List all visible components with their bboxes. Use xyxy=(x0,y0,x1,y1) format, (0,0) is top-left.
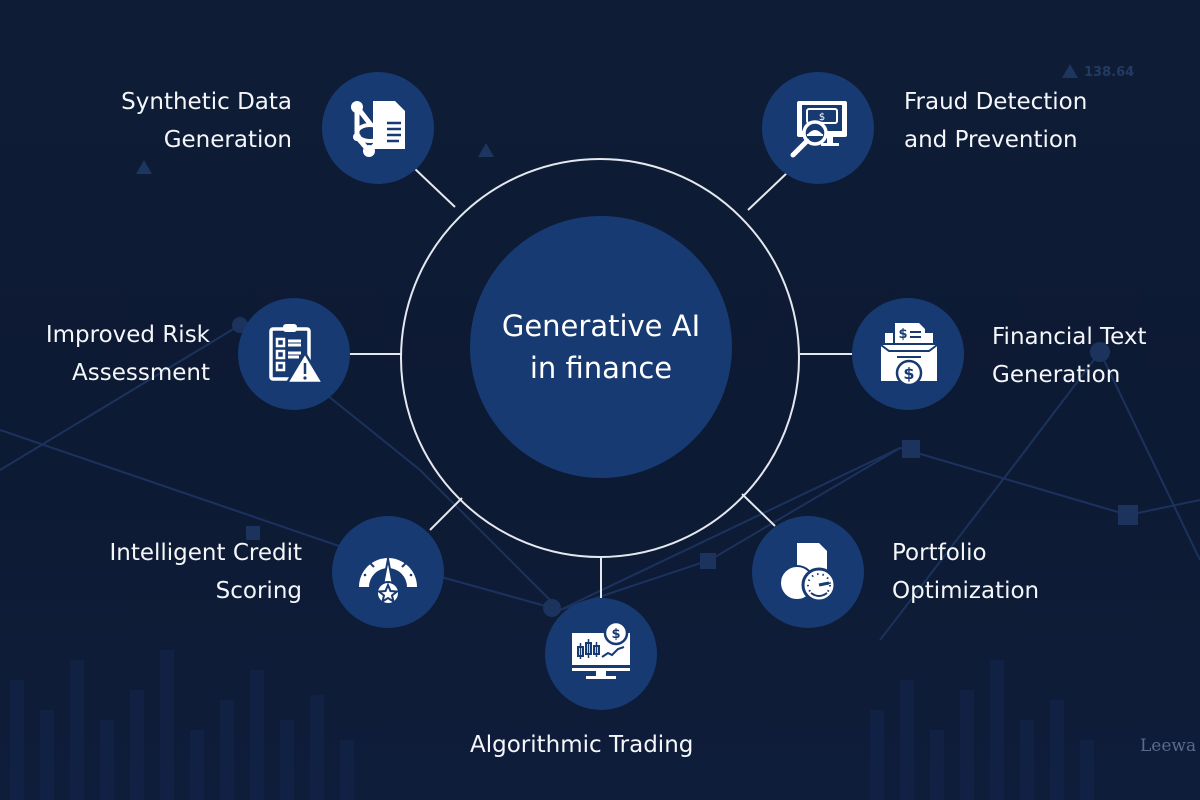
svg-text:$: $ xyxy=(898,327,907,342)
node-synthetic-data[interactable] xyxy=(322,72,434,184)
background-ticker: 138.64 xyxy=(1062,64,1134,80)
up-triangle-icon xyxy=(136,160,152,174)
label-portfolio: Portfolio Optimization xyxy=(892,540,1040,604)
node-portfolio[interactable] xyxy=(752,516,864,628)
clipboard-warning-icon xyxy=(269,324,326,385)
center-title-line2: in finance xyxy=(529,351,673,385)
document-tray-dollar-icon: $ $ xyxy=(880,323,938,387)
up-triangle-icon xyxy=(1062,64,1078,78)
svg-text:$: $ xyxy=(903,364,914,383)
label-financial-text: Financial Text Generation xyxy=(992,324,1147,388)
gauge-star-icon xyxy=(359,551,417,605)
monitor-candlestick-icon: $ xyxy=(572,620,630,679)
node-financial-text[interactable]: $ $ xyxy=(852,298,964,410)
background-ticker-faint xyxy=(136,160,158,176)
svg-text:$: $ xyxy=(611,627,620,642)
background-ticker-faint xyxy=(478,143,500,159)
outer-ring xyxy=(400,158,800,558)
label-synthetic-data: Synthetic Data Generation xyxy=(121,89,292,153)
label-risk-assessment: Improved Risk Assessment xyxy=(45,322,210,386)
center-title-line1: Generative AI xyxy=(501,309,701,343)
label-credit-scoring: Intelligent Credit Scoring xyxy=(109,540,302,604)
watermark: Leewa xyxy=(1140,736,1197,756)
up-triangle-icon xyxy=(478,143,494,157)
node-credit-scoring[interactable] xyxy=(332,516,444,628)
monitor-magnifier-icon: $ xyxy=(790,101,847,158)
network-document-icon xyxy=(351,101,405,157)
background-bars xyxy=(10,650,1094,800)
label-algo-trading: Algorithmic Trading xyxy=(470,732,694,758)
node-algo-trading[interactable]: $ xyxy=(545,598,657,710)
node-fraud-detection[interactable]: $ xyxy=(762,72,874,184)
pie-gauge-icon xyxy=(779,543,837,603)
node-risk-assessment[interactable] xyxy=(238,298,350,410)
label-fraud-detection: Fraud Detection and Prevention xyxy=(904,89,1088,153)
svg-text:$: $ xyxy=(819,112,825,123)
center-circle: Generative AI in finance xyxy=(470,216,732,478)
